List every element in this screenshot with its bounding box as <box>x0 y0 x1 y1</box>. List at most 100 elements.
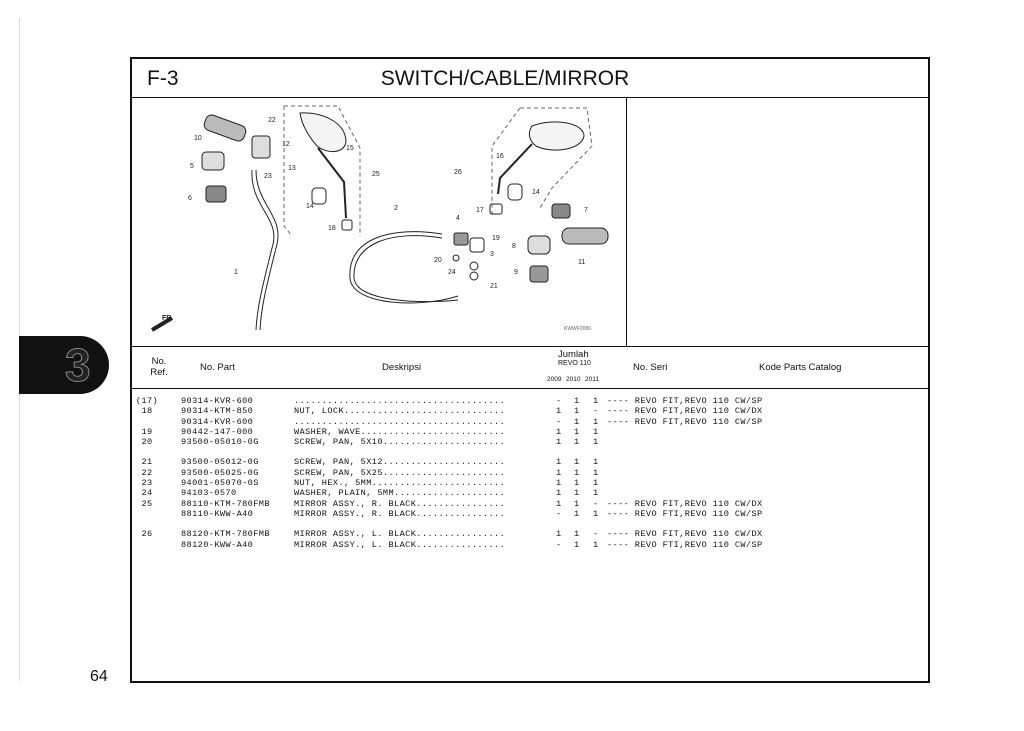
callout-25: 25 <box>372 171 380 178</box>
cell-q0: 1 <box>556 437 562 448</box>
cell-desc: ...................................... <box>294 396 506 406</box>
chapter-tab: 3 <box>19 336 109 394</box>
header-model: REVO 110 <box>558 360 591 367</box>
cell-desc: WASHER, WAVE.......................... <box>294 426 506 437</box>
cell-q1: 1 <box>574 437 580 448</box>
page-number: 64 <box>90 668 108 685</box>
cell-q1: 1 <box>574 416 580 427</box>
cell-ref: 22 <box>141 467 153 478</box>
cell-q1: 1 <box>574 396 580 406</box>
callout-5: 5 <box>190 163 194 170</box>
group-spacer <box>132 519 928 529</box>
cell-q2: - <box>593 529 599 540</box>
cell-q0: - <box>556 416 562 427</box>
cell-q2: 1 <box>593 437 599 448</box>
cell-desc: MIRROR ASSY., R. BLACK................ <box>294 508 506 519</box>
cell-q0: 1 <box>556 498 562 509</box>
header-part: No. Part <box>200 362 235 373</box>
section-header: F-3 SWITCH/CABLE/MIRROR <box>132 59 928 98</box>
header-year-2010: 2010 <box>566 376 581 383</box>
cell-desc: NUT, LOCK............................. <box>294 406 506 417</box>
cell-q2: 1 <box>593 478 599 489</box>
header-desc: Deskripsi <box>382 362 422 373</box>
callout-22: 22 <box>268 117 276 124</box>
table-row: 88120-KWW-A40 MIRROR ASSY., L. BLACK.....… <box>132 540 928 550</box>
cell-q1: 1 <box>574 406 580 417</box>
callout-26: 26 <box>454 169 462 176</box>
cell-q2: 1 <box>593 416 599 427</box>
cell-part: 93500-05025-0G <box>181 467 259 478</box>
table-row: 22 93500-05025-0G SCREW, PAN, 5X25........… <box>132 468 928 478</box>
cell-desc: ...................................... <box>294 416 506 427</box>
callout-3: 3 <box>490 251 494 258</box>
cell-part: 90314-KVR-600 <box>181 396 254 406</box>
cell-part: 94001-05070-0S <box>181 478 259 489</box>
callout-16: 16 <box>496 153 504 160</box>
cell-q1: 1 <box>574 529 580 540</box>
callout-4: 4 <box>456 215 460 222</box>
cell-q2: 1 <box>593 426 599 437</box>
callout-13: 13 <box>288 165 296 172</box>
table-row: 90314-KVR-600...........................… <box>132 417 928 427</box>
cell-q0: 1 <box>556 406 562 417</box>
cell-seri: ---- REVO FIT,REVO 110 CW/DX <box>607 529 763 540</box>
cell-part: 94103-0570 <box>181 488 237 499</box>
cell-part: 88120-KWW-A40 <box>181 539 254 550</box>
cell-part: 88110-KTM-780FMB <box>181 498 270 509</box>
callout-1: 1 <box>234 269 238 276</box>
cell-part: 93500-05012-0G <box>181 457 259 468</box>
cell-q1: 1 <box>574 457 580 468</box>
callout-7: 7 <box>584 207 588 214</box>
parts-catalog-page: F-3 SWITCH/CABLE/MIRROR <box>130 57 930 683</box>
cell-q1: 1 <box>574 426 580 437</box>
callout-11: 11 <box>578 259 585 266</box>
diagram-callouts: 22 10 12 13 5 23 6 15 25 14 18 1 26 16 1… <box>162 117 591 332</box>
direction-label: FR. <box>162 315 173 322</box>
cell-desc: SCREW, PAN, 5X12...................... <box>294 457 506 468</box>
cell-seri: ---- REVO FIT,REVO 110 CW/DX <box>607 406 763 417</box>
cell-q2: 1 <box>593 467 599 478</box>
cell-q0: 1 <box>556 488 562 499</box>
cell-seri: ---- REVO FIT,REVO 110 CW/SP <box>607 396 763 406</box>
cell-desc: MIRROR ASSY., L. BLACK................ <box>294 529 506 540</box>
callout-24: 24 <box>448 269 456 276</box>
callout-15: 15 <box>346 145 354 152</box>
cell-seri: ---- REVO FTI,REVO 110 CW/SP <box>607 539 763 550</box>
cell-q0: 1 <box>556 478 562 489</box>
cell-ref: 24 <box>141 488 153 499</box>
cell-q1: 1 <box>574 508 580 519</box>
callout-2: 2 <box>394 205 398 212</box>
cell-q2: - <box>593 498 599 509</box>
callout-9: 9 <box>514 269 518 276</box>
catalog-code: KWWF0080 <box>564 326 591 332</box>
chapter-tab-number: 3 <box>65 339 92 392</box>
cell-part: 90314-KVR-600 <box>181 416 254 427</box>
header-ref: No. Ref. <box>150 356 168 378</box>
cell-q2: 1 <box>593 539 599 550</box>
table-header: No. Ref. No. Part Deskripsi Jumlah REVO … <box>132 346 928 389</box>
cell-q2: - <box>593 406 599 417</box>
cell-q1: 1 <box>574 478 580 489</box>
cell-part: 88110-KWW-A40 <box>181 508 254 519</box>
callout-14: 14 <box>306 203 314 210</box>
exploded-diagram: 22 10 12 13 5 23 6 15 25 14 18 1 26 16 1… <box>132 98 627 346</box>
header-year-2011: 2011 <box>585 376 599 383</box>
callout-19: 19 <box>492 235 500 242</box>
section-title: SWITCH/CABLE/MIRROR <box>380 67 630 90</box>
cell-part: 90442-147-000 <box>181 426 254 437</box>
cell-q0: - <box>556 508 562 519</box>
cell-q2: 1 <box>593 488 599 499</box>
cell-desc: MIRROR ASSY., L. BLACK................ <box>294 539 506 550</box>
cell-desc: SCREW, PAN, 5X25...................... <box>294 467 506 478</box>
cell-ref: 18 <box>141 406 153 417</box>
cell-ref: 26 <box>141 529 153 540</box>
cell-q1: 1 <box>574 539 580 550</box>
callout-12: 12 <box>282 141 290 148</box>
cell-q0: 1 <box>556 467 562 478</box>
